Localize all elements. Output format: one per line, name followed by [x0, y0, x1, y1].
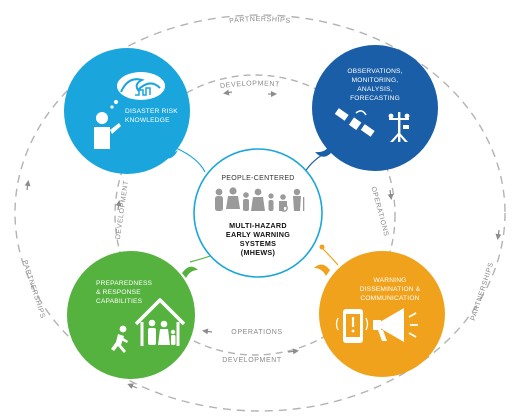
- center-circle: [193, 148, 323, 278]
- people-group-icon: [215, 187, 305, 212]
- node-label-line: & RESPONSE: [96, 289, 141, 296]
- node-label-line: PREPAREDNESS: [96, 280, 153, 287]
- inner-label-top: DEVELOPMENT: [220, 80, 281, 90]
- node-warning: WARNING DISSEMINATION & COMMUNICATION: [314, 251, 445, 377]
- weather-station-icon: [388, 112, 410, 142]
- inner-ring-arrow: [115, 200, 122, 211]
- connector-dot: [319, 244, 325, 250]
- node-label-line: COMMUNICATION: [360, 295, 419, 302]
- outer-ring-arrow: [24, 180, 31, 191]
- outer-label-top: PARTNERSHIPS: [229, 16, 291, 25]
- outer-label-left: PARTNERSHIPS: [21, 259, 47, 319]
- center-title-line: MULTI-HAZARD: [229, 221, 287, 230]
- center-tagline: PEOPLE-CENTERED: [221, 175, 294, 182]
- inner-ring-arrow: [287, 348, 299, 355]
- inner-label-right: OPERATIONS: [369, 186, 389, 237]
- node-label-line: KNOWLEDGE: [125, 117, 170, 124]
- center-title-line: SYSTEMS: [240, 239, 276, 248]
- node-label-line: DISSEMINATION &: [360, 286, 421, 293]
- outer-partnerships-ring: [14, 14, 506, 412]
- connector-line: [321, 247, 339, 266]
- node-preparedness: PREPAREDNESS & RESPONSE CAPABILITIES: [67, 251, 198, 379]
- outer-ring-arrow: [127, 383, 138, 389]
- node-label-line: DISASTER RISK: [125, 108, 178, 115]
- inner-cycle-ring: [114, 74, 396, 356]
- connector-line: [189, 254, 214, 263]
- inner-label-bottom-development: DEVELOPMENT: [222, 357, 282, 364]
- node-disaster-risk-knowledge: DISASTER RISK KNOWLEDGE: [64, 48, 190, 174]
- center-title-line: EARLY WARNING: [226, 230, 290, 239]
- satellite-icon: [334, 108, 375, 137]
- inner-label-bottom-operations: OPERATIONS: [231, 329, 282, 336]
- connector-line: [175, 147, 206, 173]
- smartphone-alert-icon: [335, 309, 369, 343]
- house-family-icon: [134, 298, 186, 346]
- inner-ring-arrow: [223, 89, 233, 96]
- node-label-line: MONITORING,: [352, 77, 399, 84]
- person-thinking-icon: [94, 99, 121, 149]
- outer-ring-arrow: [495, 229, 502, 240]
- node-label-line: FORECASTING: [350, 95, 400, 102]
- megaphone-icon: [373, 308, 418, 342]
- running-person-icon: [111, 325, 128, 353]
- outer-label-right: PARTNERSHIPS: [470, 261, 496, 321]
- inner-label-left: DEVELOPMENT: [115, 180, 130, 240]
- node-label-line: ANALYSIS,: [357, 86, 392, 93]
- center-title-line: (MHEWS): [241, 248, 276, 257]
- node-label-line: OBSERVATIONS,: [347, 68, 402, 75]
- node-label-line: CAPABILITIES: [96, 298, 143, 305]
- node-label-line: WARNING: [373, 277, 406, 284]
- inner-ring-arrow: [202, 328, 213, 335]
- node-observations: OBSERVATIONS, MONITORING, ANALYSIS, FORE…: [312, 45, 438, 171]
- tsunami-wave-icon: [117, 72, 165, 100]
- inner-ring-arrow: [387, 189, 394, 200]
